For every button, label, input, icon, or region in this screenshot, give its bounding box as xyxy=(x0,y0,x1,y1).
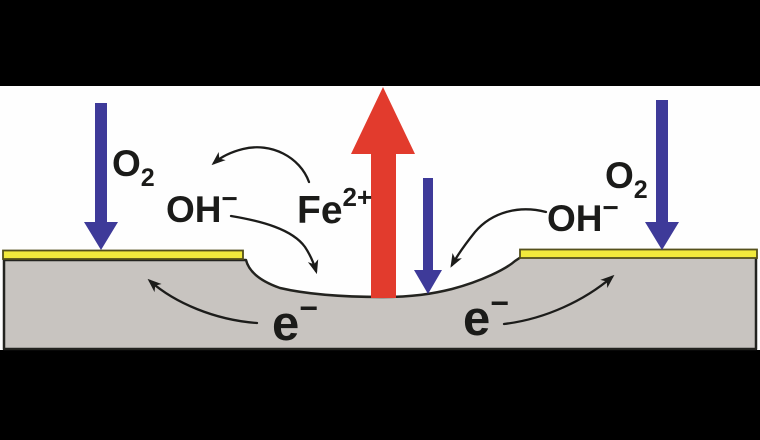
reaction-curve-oh-right-to-pit-icon xyxy=(450,208,548,268)
label-o2-left-sub: 2 xyxy=(141,164,155,192)
label-e-left: e− xyxy=(272,290,318,351)
label-oh-right: OH− xyxy=(547,192,619,239)
label-fe2: Fe2+ xyxy=(297,182,372,232)
label-o2-left-main: O xyxy=(112,143,141,184)
label-oh-left-main: OH xyxy=(166,189,222,230)
label-o2-right-main: O xyxy=(605,155,634,196)
label-o2-left: O2 xyxy=(112,143,155,192)
label-e-right: e− xyxy=(463,285,509,346)
label-e-left-sup: − xyxy=(299,290,318,326)
reaction-curve-oh-left-to-pit-icon xyxy=(229,214,319,275)
o2-down-arrow-left-icon xyxy=(84,103,118,250)
reaction-curve-upper-left-icon xyxy=(211,146,311,184)
label-e-right-sup: − xyxy=(490,285,509,321)
label-fe2-sup: 2+ xyxy=(343,182,373,212)
label-o2-right-sub: 2 xyxy=(634,176,648,204)
label-oh-left-sup: − xyxy=(222,183,238,214)
label-oh-left: OH− xyxy=(166,183,238,230)
o2-down-arrow-right-icon xyxy=(645,100,679,250)
electron-path-arrow-right-icon xyxy=(502,274,615,326)
label-e-right-main: e xyxy=(463,292,490,346)
label-oh-right-main: OH xyxy=(547,198,603,239)
fe2-up-arrow-icon xyxy=(351,87,415,298)
label-oh-right-sup: − xyxy=(603,192,619,223)
o2-down-arrow-center-icon xyxy=(414,178,442,294)
electron-path-arrow-left-icon xyxy=(147,278,259,325)
passive-layer-left xyxy=(2,249,244,260)
label-o2-right: O2 xyxy=(605,155,648,204)
passive-layer-right xyxy=(519,248,758,259)
label-e-left-main: e xyxy=(272,297,299,351)
label-fe2-main: Fe xyxy=(297,189,343,232)
